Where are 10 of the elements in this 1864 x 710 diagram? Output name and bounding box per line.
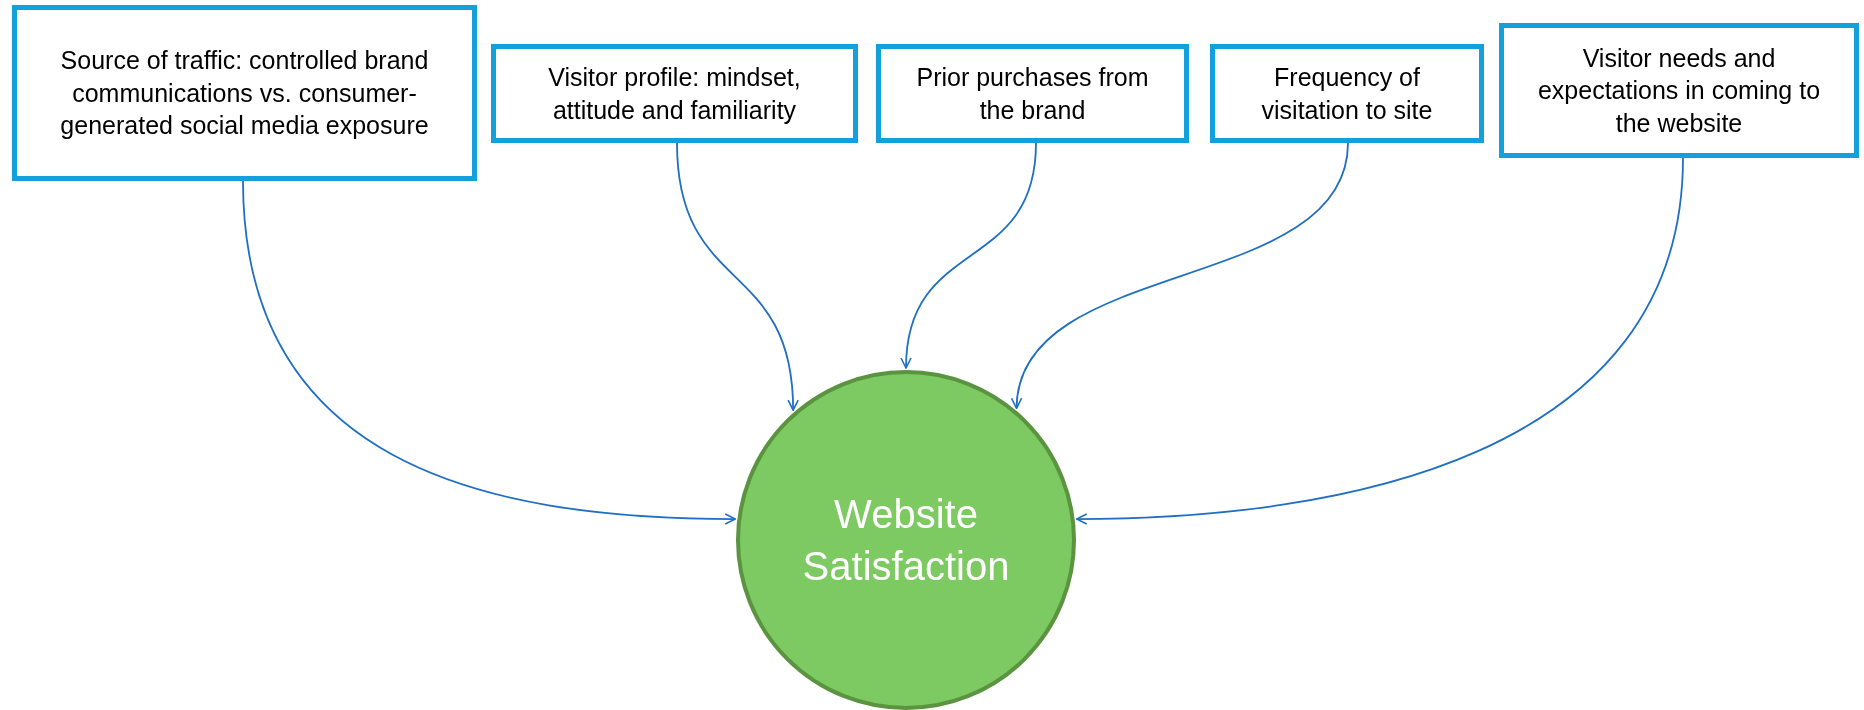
curved-arrow xyxy=(1075,157,1684,525)
curved-arrow xyxy=(1012,142,1349,410)
curved-arrow xyxy=(242,180,737,525)
curved-arrow xyxy=(901,142,1037,369)
curved-arrow xyxy=(676,142,799,412)
factor-box: Visitor profile: mindset, attitude and familiarity xyxy=(491,44,858,143)
factor-box: Source of traffic: controlled brand communications vs. consumer-generated social media exposure xyxy=(12,5,477,181)
factor-box: Frequency of visitation to site xyxy=(1210,44,1484,143)
factor-box: Prior purchases from the brand xyxy=(876,44,1189,143)
factor-box: Visitor needs and expectations in coming to the website xyxy=(1499,23,1859,158)
